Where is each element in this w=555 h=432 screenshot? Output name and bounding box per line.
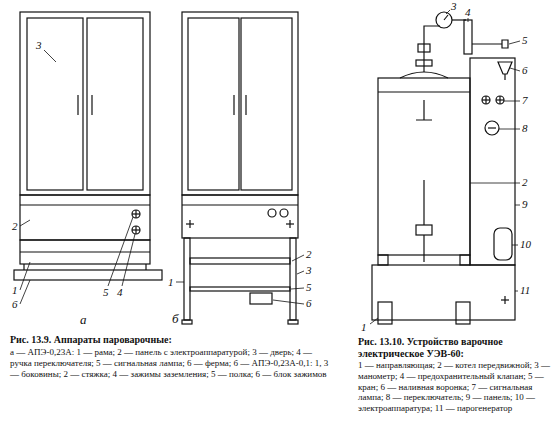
- safety-valve: [464, 20, 472, 54]
- callout-number: 1: [168, 277, 174, 288]
- callout-number: 5: [306, 282, 312, 293]
- side-wall: [290, 238, 296, 320]
- panel: [470, 58, 515, 265]
- caption-text: а — АПЭ-0,23А: 1 — рама; 2 — панель с эл…: [10, 347, 330, 379]
- cabinet: [182, 12, 298, 195]
- callout-number: 5: [522, 35, 528, 46]
- callout-number: 1: [12, 285, 18, 296]
- callout-number: 6: [12, 299, 18, 310]
- caption-text: 1 — направляющая; 2 — котел передвижной;…: [358, 360, 550, 414]
- tap: [472, 40, 508, 48]
- cooker-uev60: [372, 12, 515, 324]
- switch: [485, 121, 499, 135]
- shelf: [190, 287, 290, 291]
- leader-lines: [370, 10, 520, 324]
- callout-number: 9: [522, 199, 528, 210]
- callout-number: 4: [465, 7, 471, 18]
- panel: [182, 195, 298, 238]
- callout-number: 8: [522, 123, 528, 134]
- callout-number: 1: [361, 322, 367, 333]
- steamer-b: [182, 12, 298, 324]
- figure-letter: а: [80, 313, 87, 326]
- funnel: [498, 62, 512, 74]
- door: [87, 18, 143, 190]
- callout-number: 2: [12, 221, 18, 232]
- callout-number: 2: [522, 177, 528, 188]
- manometer: [436, 12, 452, 28]
- door: [27, 18, 83, 190]
- callout-number: 3: [306, 265, 312, 276]
- callout-number: 2: [306, 249, 312, 260]
- electrical-unit: [494, 228, 512, 260]
- callout-number: 11: [520, 285, 530, 296]
- tie-bar: [190, 258, 290, 264]
- figure-letter: б: [172, 312, 179, 325]
- cabinet: [20, 12, 150, 195]
- callout-number: 6: [522, 65, 528, 76]
- callout-number: 6: [306, 298, 312, 309]
- leader-lines: [176, 255, 304, 304]
- caption-title: Рис. 13.10. Устройство варочное электрич…: [358, 336, 548, 359]
- steam-generator: [372, 265, 515, 320]
- side-wall: [184, 238, 190, 320]
- door: [188, 18, 239, 190]
- terminal-block: [250, 293, 272, 304]
- caption-title: Рис. 13.9. Аппараты пароварочные:: [10, 334, 320, 346]
- callout-number: 5: [103, 287, 109, 298]
- steamer-a: [14, 12, 162, 280]
- door: [241, 18, 292, 190]
- boiler: [378, 78, 470, 255]
- callout-number: 4: [117, 287, 123, 298]
- panel: [20, 195, 150, 240]
- callout-number: 3: [451, 1, 457, 12]
- callout-number: 3: [36, 40, 42, 51]
- leader-lines: [20, 50, 135, 304]
- callout-number: 7: [522, 95, 528, 106]
- truss: [14, 270, 162, 280]
- callout-number: 10: [520, 239, 531, 250]
- guide: [378, 302, 392, 324]
